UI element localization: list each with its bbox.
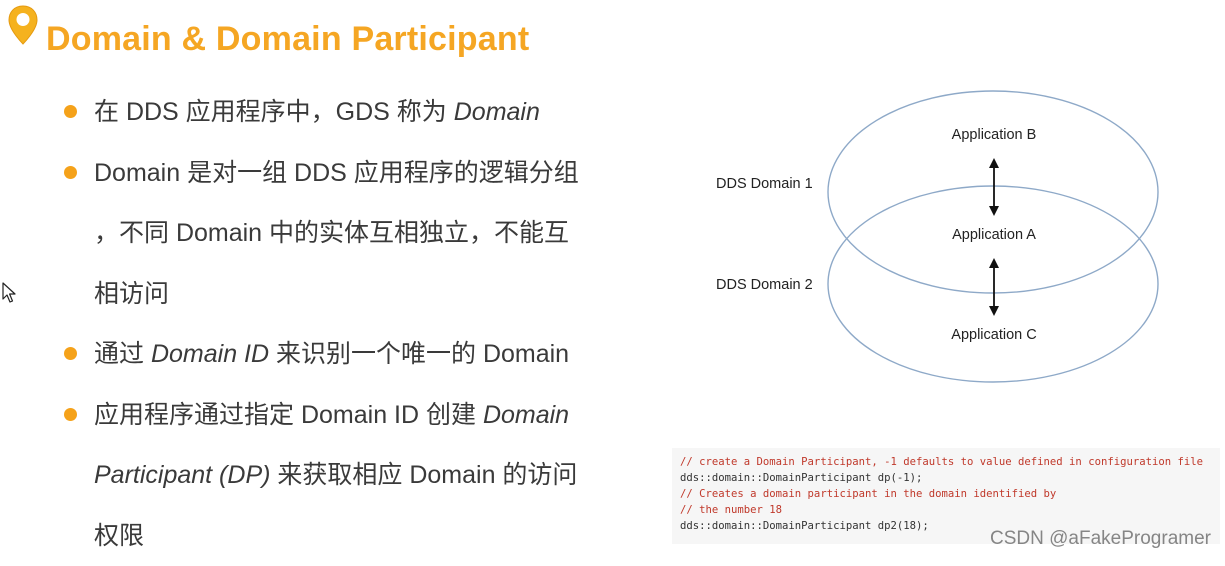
slide-title: Domain & Domain Participant — [46, 20, 529, 59]
mouse-cursor-icon — [2, 282, 18, 304]
bullet-text: Domain 是对一组 DDS 应用程序的逻辑分组 — [94, 159, 579, 187]
bullet-text: Domain ID — [151, 340, 269, 368]
bullet-text: 在 DDS 应用程序中，GDS 称为 — [94, 98, 454, 126]
code-line: dds::domain::DomainParticipant dp(-1); — [680, 470, 1220, 486]
bullet-item: Domain 是对一组 DDS 应用程序的逻辑分组 ，不同 Domain 中的实体… — [62, 143, 622, 325]
bullet-text: 应用程序通过指定 Domain ID 创建 — [94, 401, 483, 429]
bullet-dot-icon — [64, 166, 77, 179]
bullet-item: 通过 Domain ID 来识别一个唯一的 Domain — [62, 324, 622, 385]
bullet-text: 来获取相应 Domain 的访问 — [270, 461, 577, 489]
domain-diagram: DDS Domain 1 DDS Domain 2 Application B … — [700, 80, 1180, 400]
bullet-text: Participant (DP) — [94, 461, 270, 489]
domain2-label: DDS Domain 2 — [716, 277, 813, 293]
code-comment-line: // the number 18 — [680, 502, 1220, 518]
watermark: CSDN @aFakeProgramer — [990, 528, 1211, 550]
arrow-b-a — [989, 158, 999, 216]
bullet-item: 在 DDS 应用程序中，GDS 称为 Domain — [62, 82, 622, 143]
bullet-text: 来识别一个唯一的 Domain — [269, 340, 569, 368]
arrow-a-c — [989, 258, 999, 316]
bullet-text: 权限 — [94, 522, 144, 550]
application-b-label: Application B — [952, 127, 1037, 143]
bullet-text: Domain — [483, 401, 569, 429]
application-c-label: Application C — [951, 327, 1036, 343]
application-a-label: Application A — [952, 227, 1036, 243]
domain2-ellipse — [828, 186, 1158, 382]
bullet-text: 通过 — [94, 340, 151, 368]
bullet-text: 相访问 — [94, 280, 169, 308]
code-comment-line: // Creates a domain participant in the d… — [680, 486, 1220, 502]
domain1-label: DDS Domain 1 — [716, 176, 813, 192]
bullet-dot-icon — [64, 105, 77, 118]
bullet-dot-icon — [64, 347, 77, 360]
bullet-dot-icon — [64, 408, 77, 421]
bullet-text: Domain — [454, 98, 540, 126]
bullet-text: ，不同 Domain 中的实体互相独立，不能互 — [94, 219, 569, 247]
code-comment-line: // create a Domain Participant, -1 defau… — [680, 454, 1220, 470]
location-pin-icon — [6, 4, 40, 48]
